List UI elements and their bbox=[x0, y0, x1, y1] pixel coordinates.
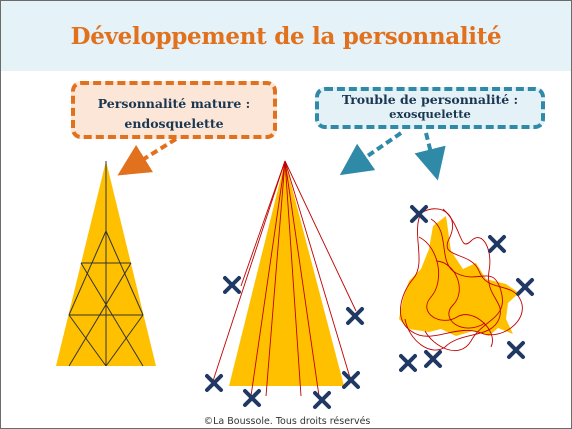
cross-icon bbox=[223, 276, 241, 294]
cross-icon bbox=[399, 354, 417, 372]
arrow-trouble-to-blob bbox=[414, 132, 446, 181]
arrow-mature-to-triangle bbox=[117, 137, 178, 176]
mature-personality-box: Personnalité mature : endosquelette bbox=[71, 81, 277, 139]
mature-box-line1: Personnalité mature : bbox=[97, 96, 251, 111]
mature-box-line2: endosquelette bbox=[124, 116, 224, 131]
trouble-box-line2: exosquelette bbox=[389, 107, 471, 121]
exoskeleton-pyramid bbox=[212, 160, 357, 397]
personality-disorder-box: Trouble de personnalité : exosquelette bbox=[315, 87, 545, 129]
slide-title: Développement de la personnalité bbox=[70, 23, 502, 50]
copyright-notice: ©La Boussole. Tous droits réservés bbox=[203, 416, 371, 427]
cross-icon bbox=[313, 391, 331, 409]
cross-icon bbox=[205, 374, 223, 392]
exoskeleton-blob bbox=[399, 208, 523, 352]
cross-icon bbox=[243, 389, 261, 407]
cross-icon bbox=[424, 350, 442, 368]
cross-icon bbox=[346, 307, 364, 325]
cross-icon bbox=[410, 205, 428, 223]
cross-marks bbox=[205, 205, 534, 409]
cross-icon bbox=[342, 371, 360, 389]
mature-triangle bbox=[56, 161, 156, 367]
header-band bbox=[1, 1, 571, 71]
trouble-box-line1: Trouble de personnalité : bbox=[341, 92, 519, 107]
cross-icon bbox=[516, 278, 534, 296]
arrow-trouble-to-pyramid bbox=[339, 131, 403, 176]
cross-icon bbox=[488, 235, 506, 253]
cross-icon bbox=[507, 341, 525, 359]
